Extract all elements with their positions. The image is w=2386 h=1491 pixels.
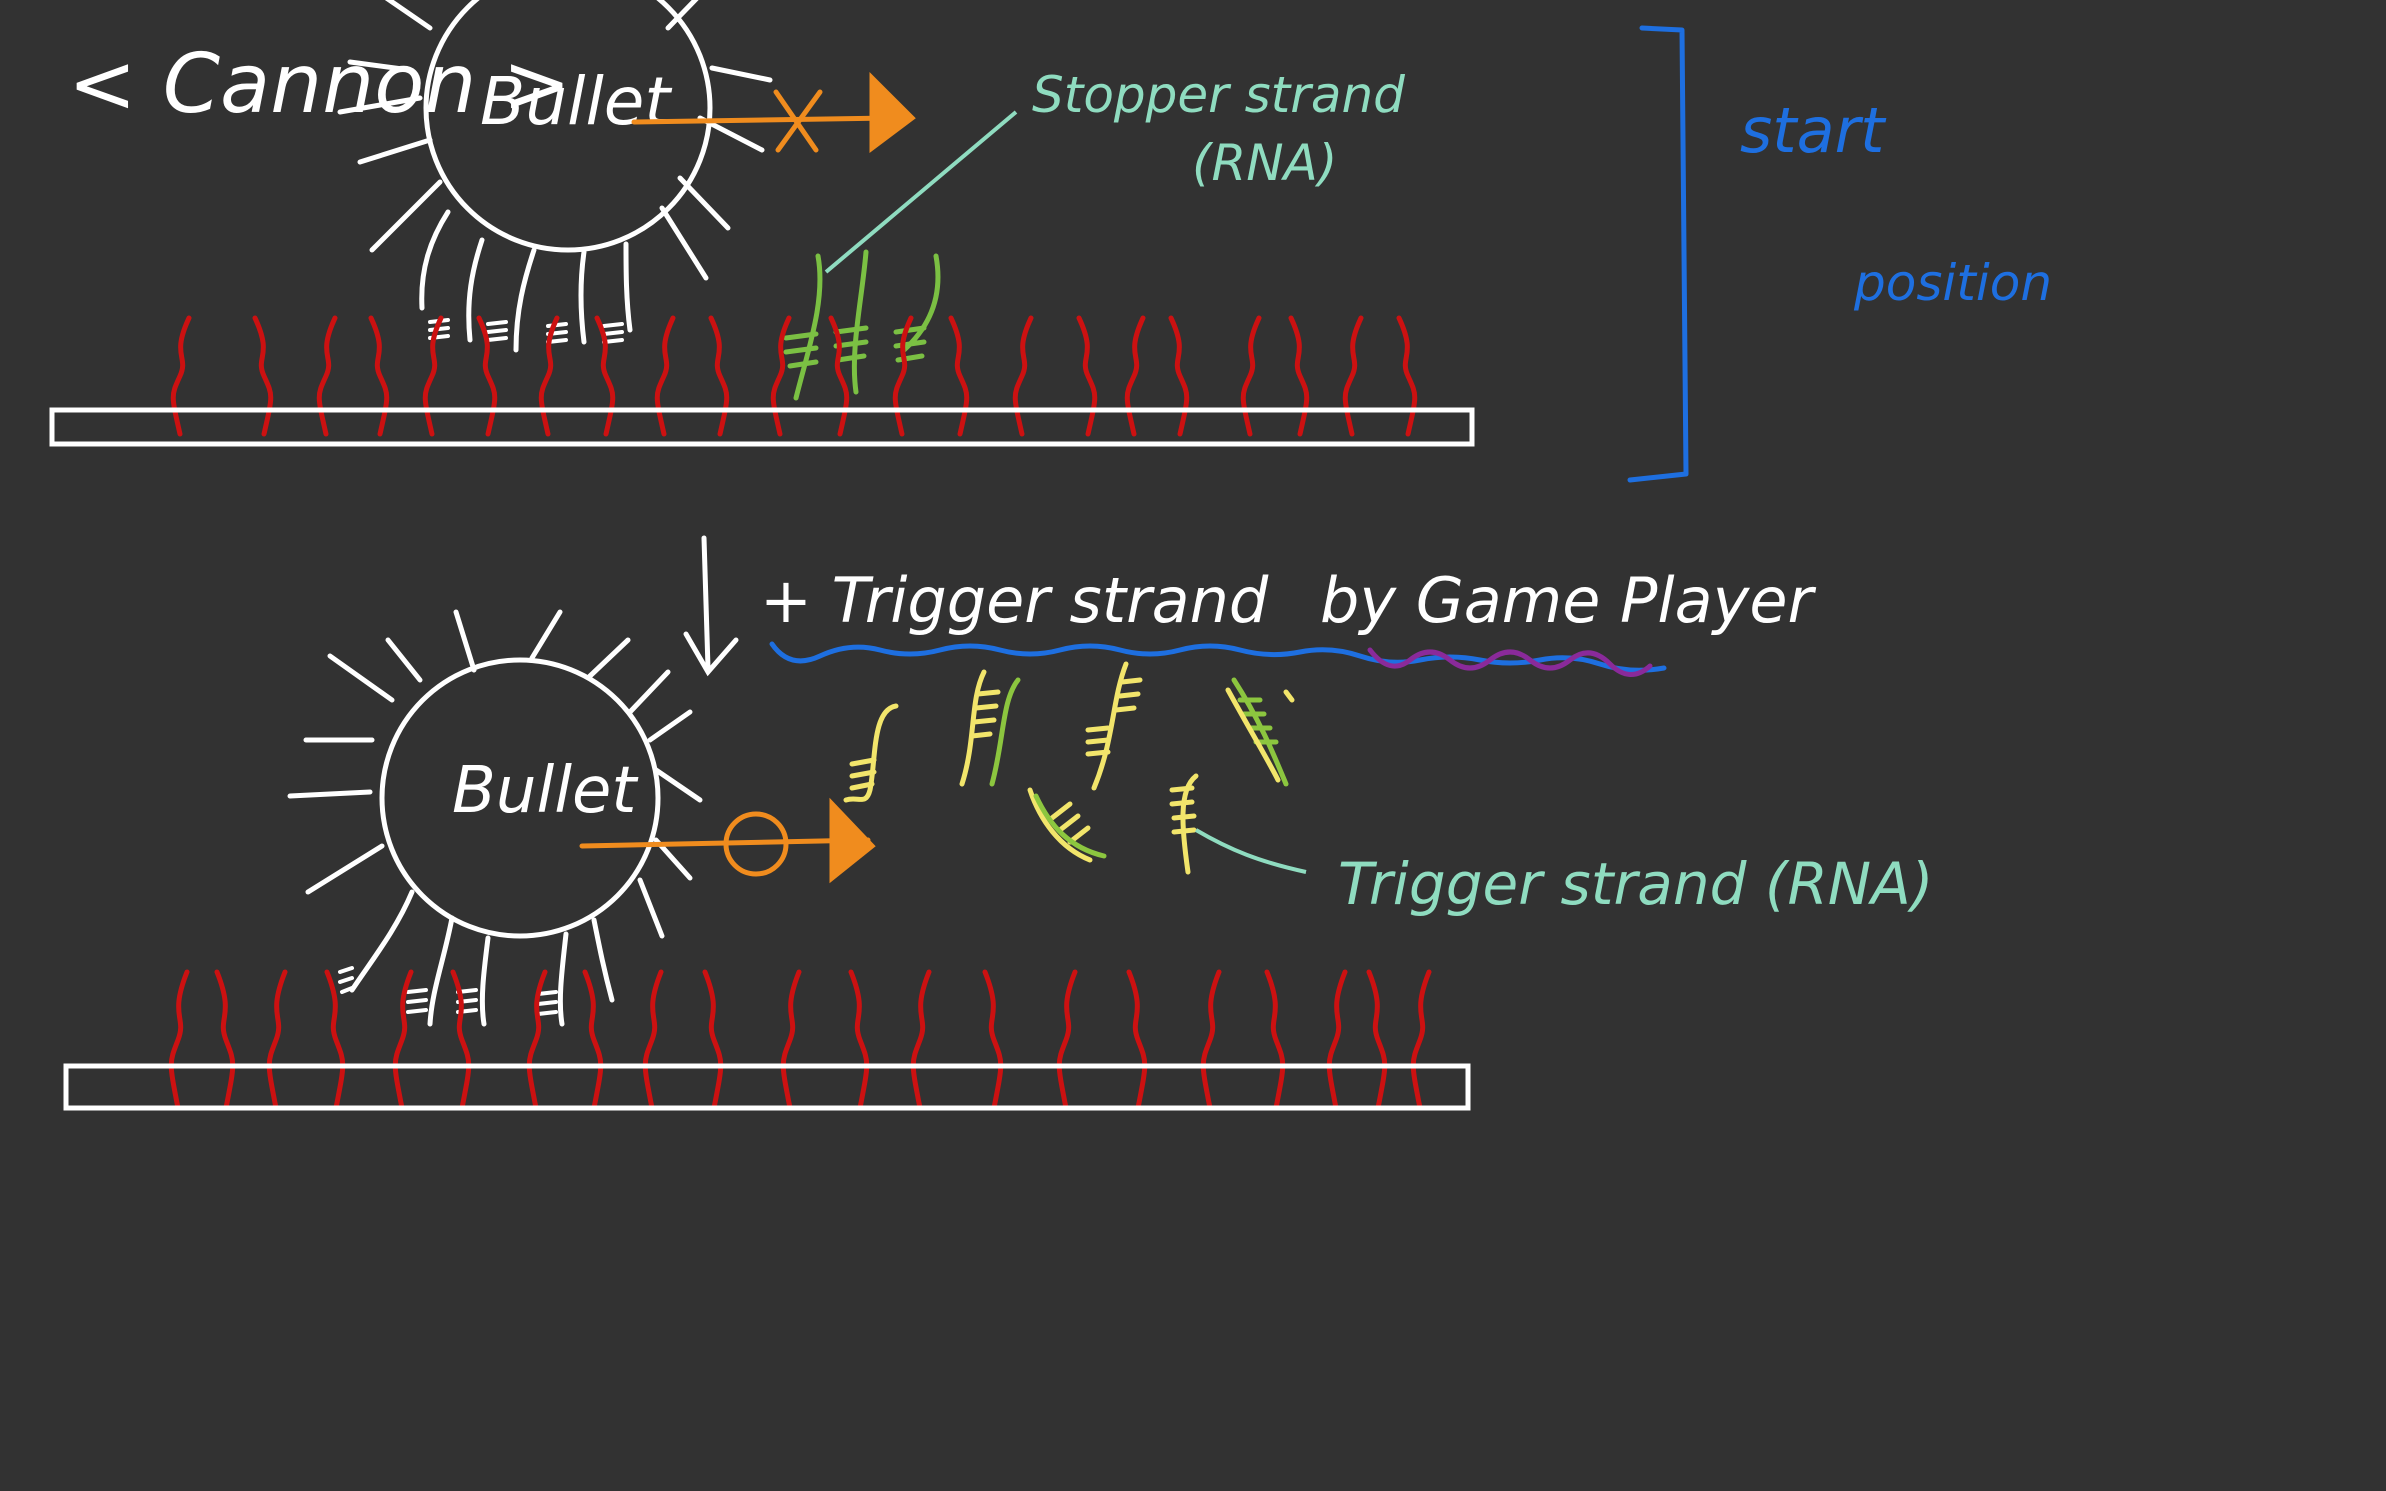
top-panel: < Cannon > [49, 0, 1475, 447]
surface-strand [170, 315, 192, 437]
bottom-panel: + Trigger strand by Game Player [63, 564, 1933, 1111]
surface-strand [594, 315, 616, 437]
trigger-step-label: + Trigger strand [760, 564, 1269, 637]
surface-strand [266, 969, 288, 1111]
stopper-pointer-line [824, 110, 1018, 274]
surface-strand [168, 969, 190, 1111]
bottom-bullet-particle [287, 609, 703, 1027]
surface-strand [476, 315, 498, 437]
surface-strand [828, 315, 850, 437]
trigger-strand [1231, 677, 1289, 787]
bracket-line [1627, 25, 1689, 483]
trigger-strand [1085, 661, 1143, 791]
surface-strand [1342, 315, 1364, 437]
surface-strand [770, 315, 792, 437]
surface-strand [948, 315, 970, 437]
down-arrow [683, 535, 739, 677]
surface-strand [910, 969, 932, 1111]
bracket-label-position: position [1853, 254, 2052, 312]
surface-strand [1264, 969, 1286, 1111]
start-position-bracket: start position [1627, 25, 2052, 483]
stopper-strands [783, 249, 941, 401]
bottom-bullet-spikes [287, 609, 703, 939]
surface-strand [324, 969, 346, 1111]
surface-strand [708, 315, 730, 437]
surface-strand [214, 969, 236, 1111]
stopper-strand-rna-label: (RNA) [1192, 134, 1337, 192]
bottom-bullet-label: Bullet [452, 754, 639, 828]
trigger-strand [1225, 687, 1295, 783]
top-bullet-particle [337, 0, 773, 353]
top-arrow-head [869, 71, 916, 153]
trigger-strand [959, 669, 1001, 787]
surface-strand [1200, 969, 1222, 1111]
surface-strand [1396, 315, 1418, 437]
bottom-arrow-head [829, 797, 876, 884]
surface-strand [780, 969, 802, 1111]
surface-strand [316, 315, 338, 437]
surface-strand [892, 315, 914, 437]
top-bullet-sphere [423, 0, 713, 253]
surface-strand [1288, 315, 1310, 437]
bottom-substrate-bar [63, 1063, 1471, 1111]
surface-strand [526, 969, 548, 1111]
surface-strand [654, 315, 676, 437]
surface-strand [1012, 315, 1034, 437]
trigger-strand-label: Trigger strand (RNA) [1338, 850, 1933, 918]
surface-strand [1126, 969, 1148, 1111]
surface-strand [392, 969, 414, 1111]
surface-strand [702, 969, 724, 1111]
surface-strand [538, 315, 560, 437]
trigger-wave-blue [769, 641, 1667, 673]
trigger-strand [989, 677, 1021, 787]
surface-strand [1168, 315, 1190, 437]
surface-strand [422, 315, 444, 437]
trigger-strand [843, 703, 899, 803]
release-open-circle [723, 811, 789, 877]
bottom-bullet-sphere [379, 657, 661, 939]
surface-strand [982, 969, 1004, 1111]
top-bullet-tethers [419, 209, 633, 353]
bottom-bullet-tethers [349, 889, 615, 1027]
surface-strand [252, 315, 274, 437]
stopper-strand-label: Stopper strand [1032, 66, 1405, 124]
bottom-bullet-hybrid-marks [338, 966, 558, 1016]
top-surface-strands [170, 315, 1418, 437]
surface-strand [1056, 969, 1078, 1111]
surface-strand [368, 315, 390, 437]
bottom-release-arrow [579, 797, 876, 884]
trigger-strands [843, 661, 1295, 875]
surface-strand [1240, 315, 1262, 437]
surface-strand [450, 969, 472, 1111]
top-substrate-bar [49, 407, 1475, 447]
top-bullet-label: Bullet [480, 63, 672, 140]
surface-strand [1410, 969, 1432, 1111]
by-game-player-label: by Game Player [1320, 564, 1816, 637]
surface-strand [1076, 315, 1098, 437]
bottom-surface-strands [168, 969, 1432, 1111]
surface-strand [1124, 315, 1146, 437]
surface-strand [1366, 969, 1388, 1111]
trigger-strand [1033, 793, 1107, 859]
surface-strand [642, 969, 664, 1111]
bracket-label-start: start [1740, 94, 1887, 167]
top-bullet-spikes [337, 0, 773, 281]
surface-strand [848, 969, 870, 1111]
surface-strand [1326, 969, 1348, 1111]
trigger-strand [1169, 773, 1199, 875]
player-wave-purple [1367, 647, 1653, 677]
trigger-strand [1027, 787, 1093, 863]
trigger-pointer-line [1194, 828, 1307, 874]
top-blocked-arrow [631, 71, 916, 153]
cannon-label: < Cannon > [68, 37, 571, 132]
surface-strand [582, 969, 604, 1111]
top-bullet-hybrid-marks [428, 318, 624, 344]
block-cross-mark [773, 89, 823, 153]
